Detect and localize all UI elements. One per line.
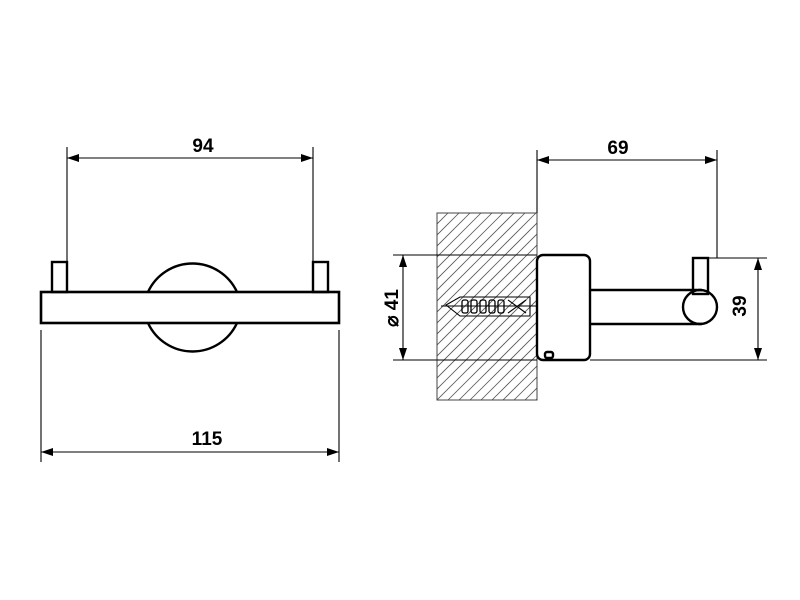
wall-anchor: [441, 296, 536, 317]
hatch-line: [624, 213, 800, 400]
hatch-line: [437, 213, 515, 291]
rosette-body: [535, 253, 592, 362]
left-peg: [50, 260, 69, 294]
hatch-line: [613, 213, 800, 400]
hatch-line: [437, 213, 438, 214]
dimension-94: 94: [66, 136, 314, 262]
hook-peg: [691, 256, 710, 296]
hatch-line: [513, 376, 537, 400]
hook-bar: [39, 290, 341, 325]
hatch-line: [502, 365, 537, 400]
front-view: 94 115: [39, 136, 341, 462]
hatch-line: [437, 213, 482, 258]
dimension-115-label: 115: [192, 429, 223, 450]
hatch-line: [480, 343, 537, 400]
dimension-94-label: 94: [192, 136, 214, 157]
hatch-line: [447, 310, 537, 400]
hatch-line: [602, 213, 789, 400]
dimension-diameter-41: ⌀ 41: [382, 254, 537, 361]
dimension-69: 69: [536, 138, 718, 258]
hook-end-cap: [681, 288, 719, 326]
hatch-line: [469, 332, 537, 400]
hatch-line: [437, 213, 493, 269]
wall-rosette: [146, 262, 239, 353]
hatch-line: [437, 213, 471, 247]
dimension-diameter-41-label: ⌀ 41: [382, 289, 403, 327]
hatch-line: [437, 213, 449, 225]
right-peg: [311, 260, 330, 294]
hatch-line: [547, 213, 734, 400]
hatch-line: [535, 398, 537, 400]
hatch-line: [458, 321, 537, 400]
dimension-69-label: 69: [607, 138, 628, 159]
hatch-line: [437, 213, 526, 302]
side-view: 69 ⌀ 41 39: [382, 138, 800, 401]
dimension-39-label: 39: [730, 295, 751, 316]
set-screw: [543, 350, 555, 360]
hatch-line: [491, 354, 537, 400]
hatch-line: [657, 213, 800, 400]
hatch-line: [712, 213, 800, 400]
dimension-115: 115: [40, 330, 340, 462]
hatch-line: [437, 213, 460, 236]
hatch-line: [569, 213, 756, 400]
dimension-39: 39: [590, 257, 767, 361]
hatch-line: [437, 213, 504, 280]
hatch-line: [646, 213, 800, 400]
